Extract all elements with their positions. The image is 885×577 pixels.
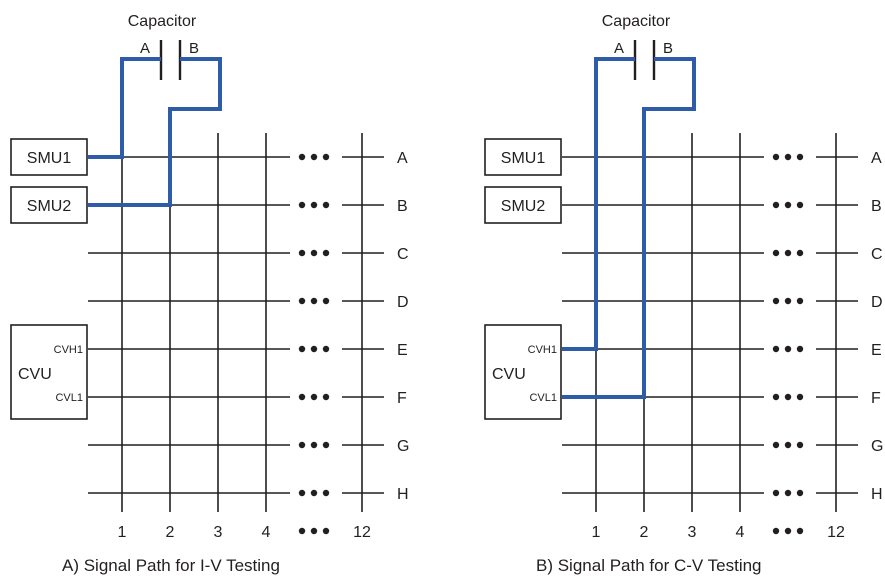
smu2-box <box>484 186 562 224</box>
column-label-4: 4 <box>262 524 271 541</box>
row-ellipsis-g <box>772 441 804 449</box>
capacitor-label: Capacitor <box>602 13 671 30</box>
column-label-3: 3 <box>214 524 223 541</box>
row-ellipsis-c <box>298 249 330 257</box>
row-ellipsis-dots <box>772 153 804 535</box>
row-label-h: H <box>871 486 883 503</box>
signal-path-smu2-to-terminal-b <box>88 57 222 207</box>
column-ellipsis <box>298 527 330 535</box>
row-label-d: D <box>871 294 883 311</box>
row-ellipsis-d <box>772 297 804 305</box>
row-ellipsis-e <box>298 345 330 353</box>
row-ellipsis-a <box>772 153 804 161</box>
column-lines <box>595 133 837 512</box>
capacitor-label: Capacitor <box>128 13 197 30</box>
row-ellipsis-h <box>298 489 330 497</box>
cvh1-label: CVH1 <box>528 344 557 356</box>
row-ellipsis-f <box>772 393 804 401</box>
capacitor-terminal-a-label: A <box>140 40 150 57</box>
row-label-c: C <box>871 246 883 263</box>
row-lines <box>562 156 858 494</box>
panel-iv-testing: A B C D E F G H 1 2 3 4 12 SMU1 SMU2 CVH… <box>10 13 409 575</box>
cvu-box <box>484 324 562 420</box>
column-label-2: 2 <box>640 524 649 541</box>
panel-cv-testing: A B C D E F G H 1 2 3 4 12 SMU1 SMU2 CVH… <box>484 13 883 575</box>
column-label-12: 12 <box>353 524 371 541</box>
column-label-2: 2 <box>166 524 175 541</box>
row-label-b: B <box>871 198 882 215</box>
signal-path-cvh1-to-terminal-a <box>562 57 635 351</box>
row-label-f: F <box>871 390 881 407</box>
cvu-label: CVU <box>18 366 52 383</box>
capacitor-terminal-a-label: A <box>614 40 624 57</box>
row-label-c: C <box>397 246 409 263</box>
smu2-box <box>10 186 88 224</box>
signal-path-smu1-to-terminal-a <box>88 57 161 159</box>
smu1-label: SMU1 <box>27 150 72 167</box>
smu1-box <box>10 138 88 176</box>
row-ellipsis-e <box>772 345 804 353</box>
row-ellipsis-a <box>298 153 330 161</box>
column-label-4: 4 <box>736 524 745 541</box>
row-label-d: D <box>397 294 409 311</box>
column-ellipsis <box>772 527 804 535</box>
panel-caption: B) Signal Path for C-V Testing <box>536 556 762 575</box>
row-label-f: F <box>397 390 407 407</box>
smu2-label: SMU2 <box>27 198 72 215</box>
row-ellipsis-d <box>298 297 330 305</box>
row-label-a: A <box>397 150 408 167</box>
column-label-3: 3 <box>688 524 697 541</box>
row-ellipsis-dots <box>298 153 330 535</box>
row-ellipsis-f <box>298 393 330 401</box>
column-label-1: 1 <box>592 524 601 541</box>
row-label-e: E <box>397 342 408 359</box>
row-label-b: B <box>397 198 408 215</box>
row-label-g: G <box>397 438 409 455</box>
row-ellipsis-g <box>298 441 330 449</box>
column-lines <box>121 133 363 512</box>
column-label-1: 1 <box>118 524 127 541</box>
panel-caption: A) Signal Path for I-V Testing <box>62 556 280 575</box>
smu1-box <box>484 138 562 176</box>
column-label-12: 12 <box>827 524 845 541</box>
capacitor-terminal-b-label: B <box>663 40 673 57</box>
smu1-label: SMU1 <box>501 150 546 167</box>
row-label-h: H <box>397 486 409 503</box>
row-label-e: E <box>871 342 882 359</box>
cvh1-label: CVH1 <box>54 344 83 356</box>
row-ellipsis-b <box>298 201 330 209</box>
row-ellipsis-b <box>772 201 804 209</box>
cvu-label: CVU <box>492 366 526 383</box>
cvl1-label: CVL1 <box>55 392 83 404</box>
row-label-g: G <box>871 438 883 455</box>
capacitor-terminal-b-label: B <box>189 40 199 57</box>
row-lines <box>88 156 384 494</box>
row-ellipsis-h <box>772 489 804 497</box>
row-ellipsis-c <box>772 249 804 257</box>
signal-path-cvl1-to-terminal-b <box>562 57 696 399</box>
cvu-box <box>10 324 88 420</box>
row-label-a: A <box>871 150 882 167</box>
cvl1-label: CVL1 <box>529 392 557 404</box>
smu2-label: SMU2 <box>501 198 546 215</box>
